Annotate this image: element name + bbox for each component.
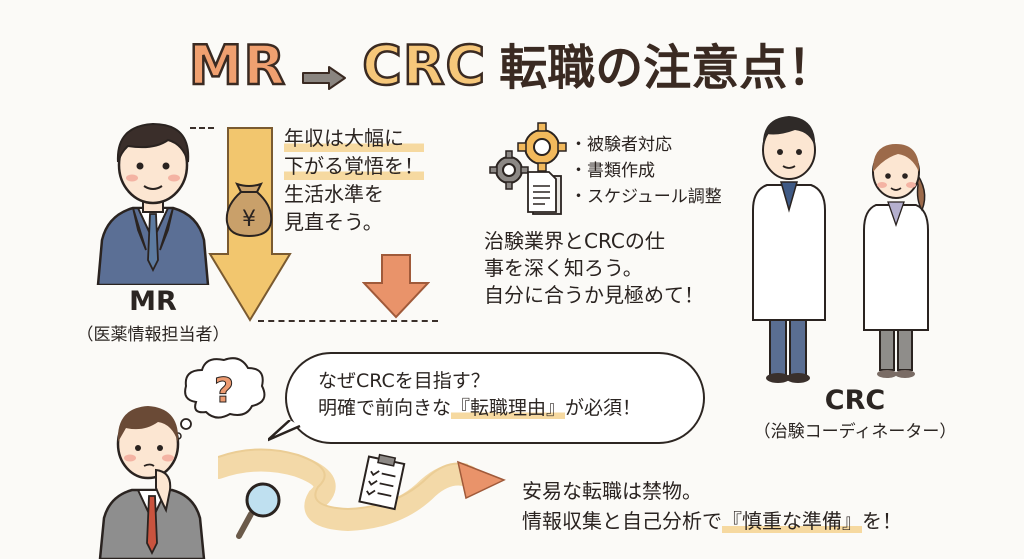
gear-icon — [487, 122, 577, 216]
winding-path-arrow-icon — [207, 448, 508, 542]
reason-pre: 明確で前向きな — [318, 397, 452, 419]
yen-money-bag-icon: ¥ — [223, 180, 275, 242]
reason-post: が必須！ — [565, 397, 642, 419]
income-line-1: 年収は大幅に — [284, 124, 424, 152]
svg-text:¥: ¥ — [242, 207, 256, 232]
crc-man-icon — [745, 100, 835, 394]
crc-duties-list: ・被験者対応 ・書類作成 ・スケジュール調整 — [570, 132, 722, 210]
preparation-text: 安易な転職は禁物。 情報収集と自己分析で『慎重な準備』を！ — [522, 476, 902, 536]
mr-businessman-icon — [88, 110, 218, 289]
crc-work-line-3: 自分に合うか見極めて！ — [484, 283, 704, 307]
magnifier-icon — [235, 480, 285, 544]
preparation-line-2: 情報収集と自己分析で『慎重な準備』を！ — [522, 506, 902, 536]
income-line-3: 生活水準を — [284, 182, 384, 206]
title-suffix: 転職の注意点！ — [499, 40, 836, 96]
crc-sublabel: （治験コーディネーター） — [753, 422, 957, 442]
mr-label: MR — [129, 286, 177, 317]
income-text: 年収は大幅に 下がる覚悟を！ 生活水準を 見直そう。 — [284, 124, 424, 236]
preparation-pre: 情報収集と自己分析で — [522, 509, 722, 533]
document-icon — [525, 170, 565, 222]
preparation-line-1: 安易な転職は禁物。 — [522, 479, 702, 503]
title-arrow-icon — [301, 65, 347, 95]
duty-item: ・書類作成 — [570, 161, 655, 181]
bottom-dash-line — [258, 320, 438, 322]
reason-highlight: 『転職理由』 — [451, 397, 566, 419]
reason-line-1: なぜCRCを目指す？ — [318, 370, 490, 392]
small-down-arrow-icon — [361, 253, 431, 323]
page-title: MR CRC 転職の注意点！ — [0, 28, 1024, 99]
preparation-highlight: 『慎重な準備』 — [722, 509, 862, 533]
reason-line-2: 明確で前向きな『転職理由』が必須！ — [318, 395, 641, 422]
clipboard-checklist-icon — [358, 452, 408, 516]
speech-bubble-tail — [266, 419, 308, 448]
crc-woman-icon — [858, 130, 938, 394]
duty-item: ・被験者対応 — [570, 135, 672, 155]
crc-work-line-2: 事を深く知ろう。 — [484, 256, 643, 280]
svg-text:?: ? — [214, 371, 234, 411]
income-line-2: 下がる覚悟を！ — [284, 152, 424, 180]
title-to: CRC — [361, 33, 487, 99]
crc-work-line-1: 治験業界とCRCの仕 — [484, 229, 665, 253]
duty-item: ・スケジュール調整 — [570, 187, 722, 207]
reason-text: なぜCRCを目指す？ 明確で前向きな『転職理由』が必須！ — [318, 368, 641, 422]
mr-sublabel: （医薬情報担当者） — [76, 325, 230, 345]
income-line-4: 見直そう。 — [284, 210, 383, 234]
crc-label: CRC — [824, 385, 886, 416]
thinking-businessman-icon — [96, 398, 206, 559]
top-dash-line — [190, 127, 214, 129]
title-from: MR — [188, 33, 287, 99]
preparation-post: を！ — [862, 509, 902, 533]
crc-work-text: 治験業界とCRCの仕 事を深く知ろう。 自分に合うか見極めて！ — [484, 228, 704, 309]
